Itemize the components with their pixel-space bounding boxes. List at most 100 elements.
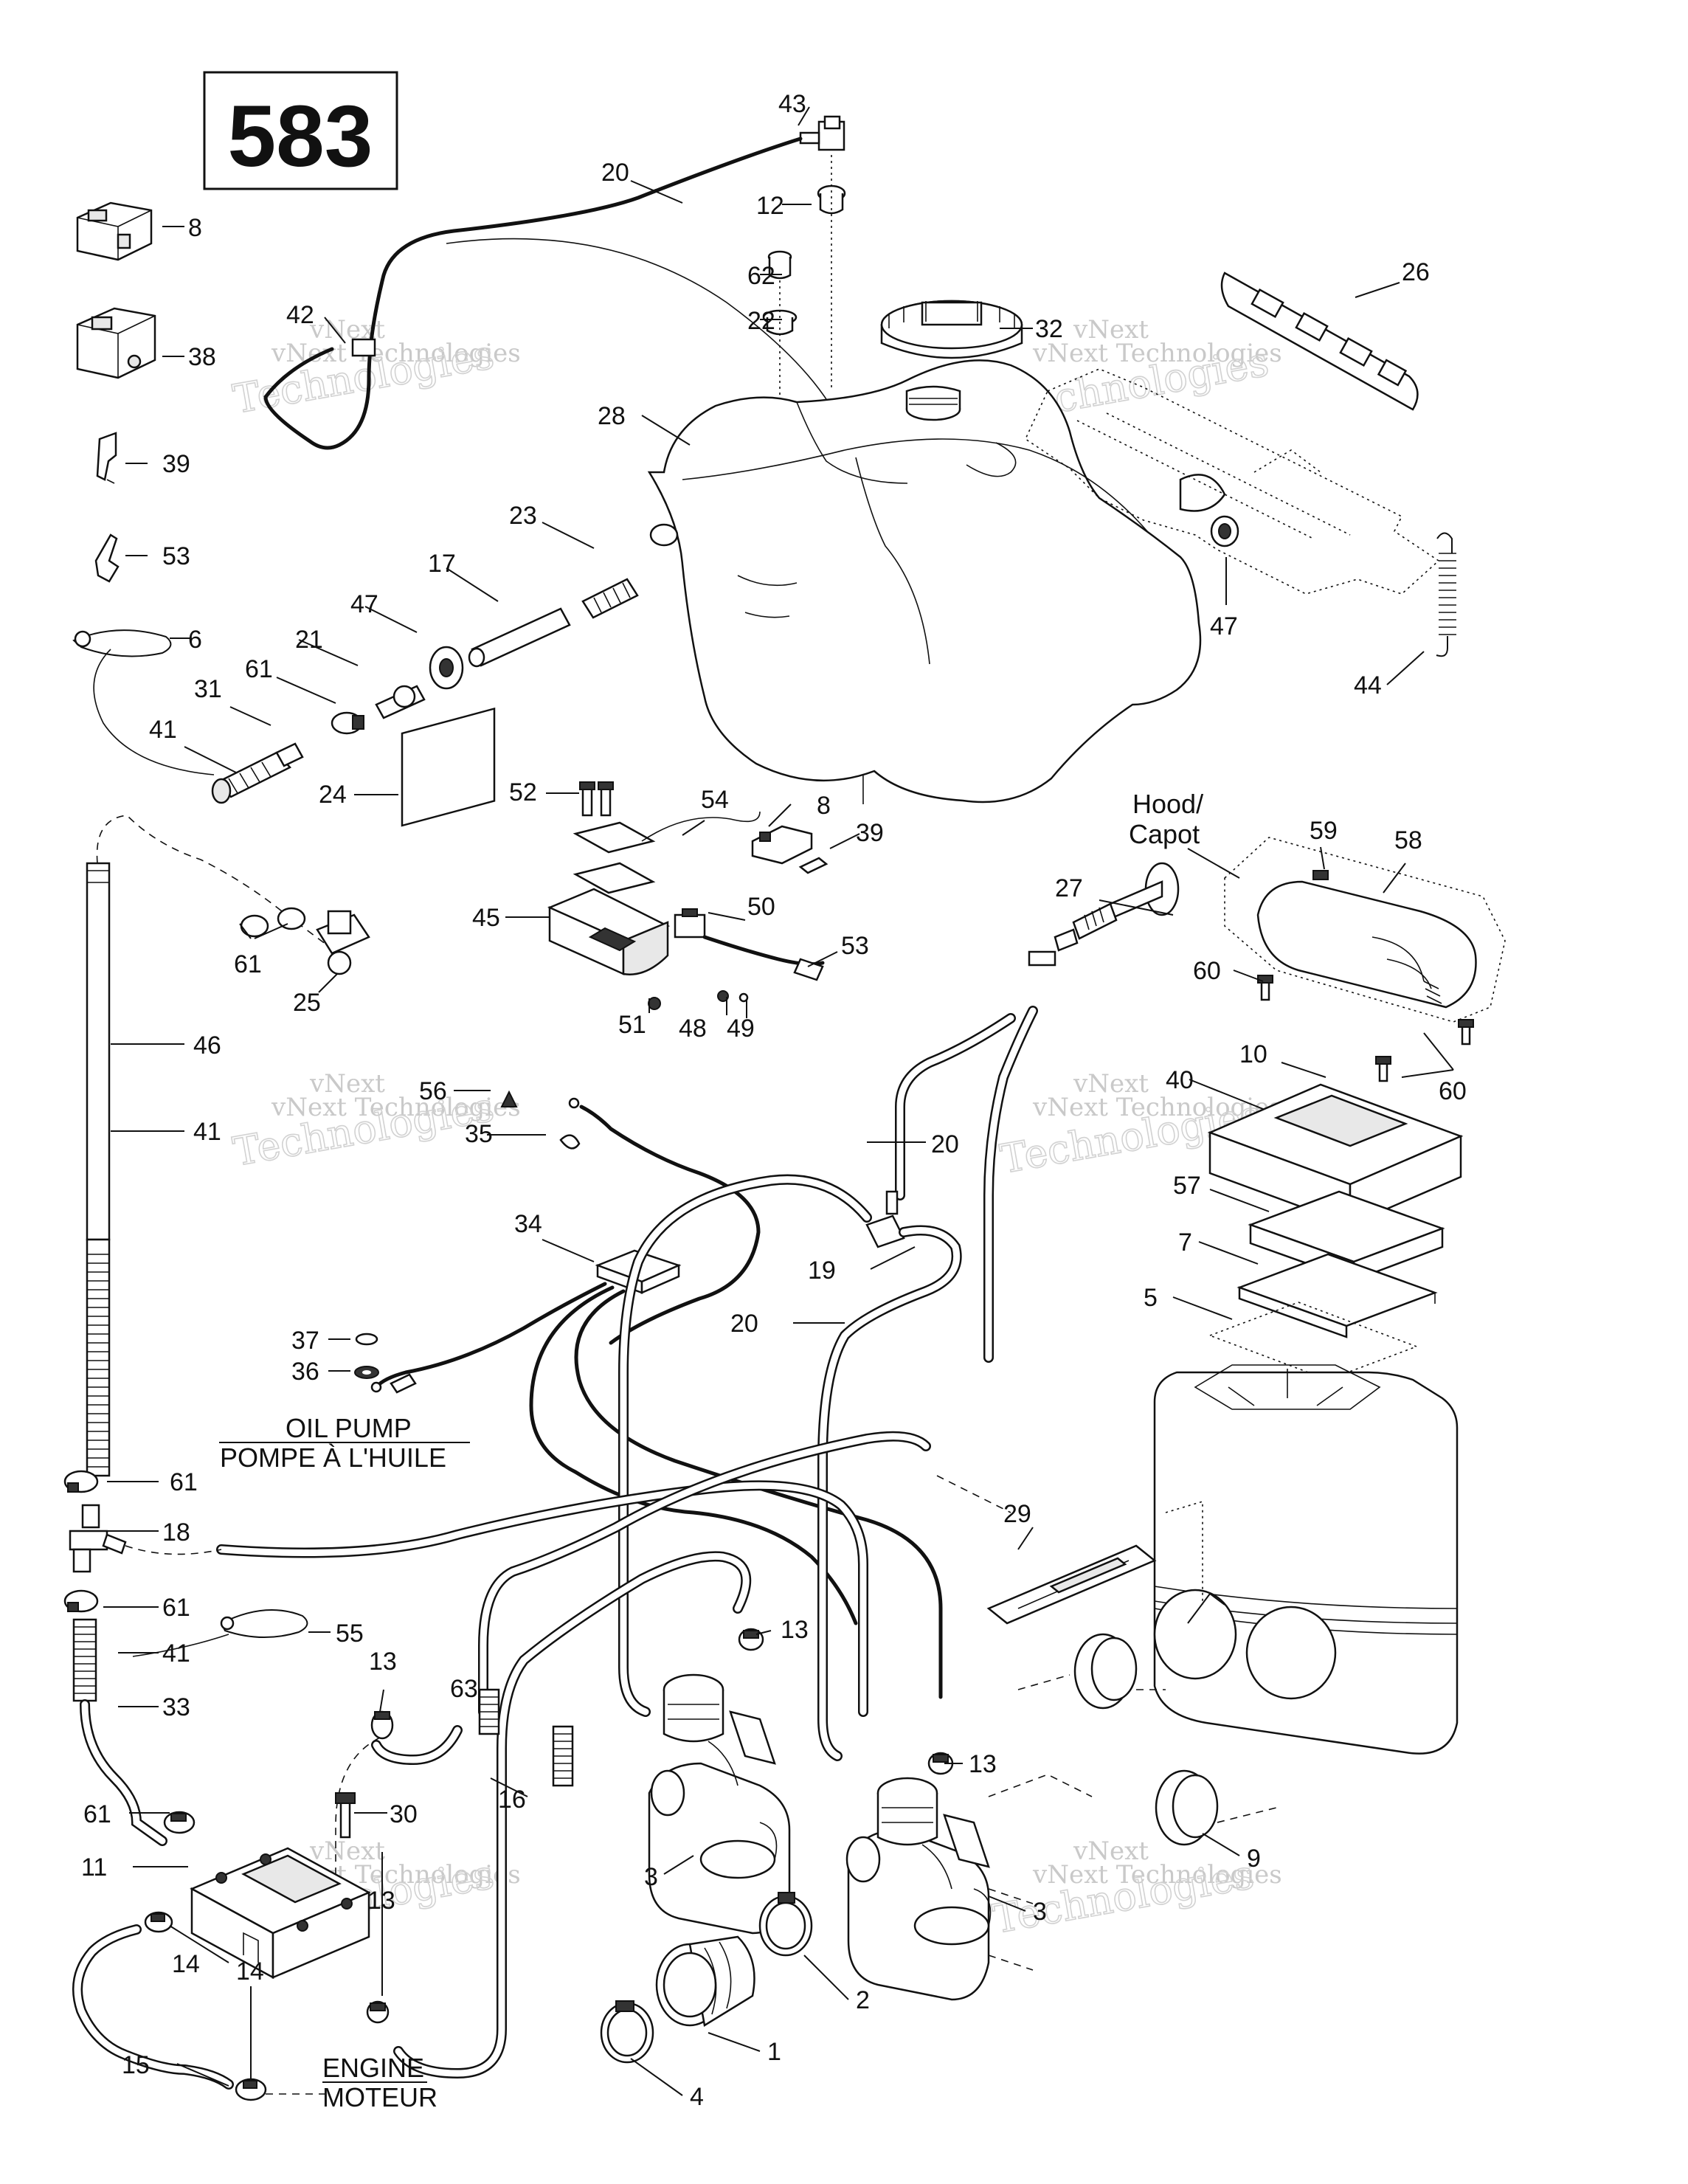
watermark-8: vNext Technologies <box>1032 1093 1282 1122</box>
callout-38: 38 <box>188 343 216 371</box>
carburetor-3-left <box>648 1673 791 1935</box>
decal-24 <box>401 707 496 827</box>
callout-42: 42 <box>286 301 314 329</box>
callout-51: 51 <box>618 1011 646 1039</box>
callout-34: 34 <box>514 1210 542 1238</box>
clamp-14-a <box>144 1911 173 1933</box>
grommet-47-left <box>429 646 464 690</box>
tube-17-part <box>468 607 571 668</box>
callout-19: 19 <box>808 1257 836 1285</box>
watermark-2: vNext Technologies <box>271 339 521 368</box>
hose-20-loop-right-inner <box>819 1227 961 1760</box>
clamp-14-b <box>235 2078 267 2101</box>
clamp-13-a <box>370 1710 394 1740</box>
label-pompe-huile: POMPE À L'HUILE <box>220 1442 446 1473</box>
label-oil-pump: OIL PUMP <box>286 1413 412 1443</box>
corrugated-joints <box>478 1688 574 1787</box>
callout-numbers: 43 20 12 8 62 22 32 26 42 38 28 39 23 53… <box>81 90 1467 2111</box>
screws-60 <box>1257 975 1474 1082</box>
callout-32: 32 <box>1035 315 1063 343</box>
callout-61-b: 61 <box>234 950 262 978</box>
hose-20-left-inner <box>896 1015 1014 1199</box>
carburetor-3-right <box>845 1777 992 2001</box>
label-moteur: MOTEUR <box>322 2082 437 2112</box>
clamp-13-c <box>366 2000 390 2024</box>
callout-60-b: 60 <box>1439 1077 1467 1105</box>
hood-58-part <box>1256 880 1477 1009</box>
connector-8-part <box>76 201 153 261</box>
label-engine: ENGINE <box>322 2053 424 2083</box>
callout-61: 61 <box>245 655 273 683</box>
watermark-4: vNext Technologies <box>1032 339 1282 368</box>
terminal-39-part <box>96 432 117 484</box>
callout-31: 31 <box>194 675 222 703</box>
watermarks: vNext vNext Technologies vNext vNext Tec… <box>229 315 1282 1943</box>
cable-holder-42 <box>351 338 376 357</box>
fitting-21-part <box>375 685 426 719</box>
callout-4: 4 <box>690 2083 704 2111</box>
callout-33: 33 <box>162 1693 190 1721</box>
terminal-39-mid <box>798 857 829 874</box>
callout-35: 35 <box>465 1120 493 1148</box>
bolts-59 <box>1312 870 1329 880</box>
tank-support-tray-detail <box>1076 412 1351 539</box>
bracket-54-part <box>573 821 656 894</box>
watermark-7: vNext <box>1073 1069 1149 1099</box>
cable-20-top <box>263 136 803 450</box>
routing-line-18 <box>125 1545 222 1555</box>
hood-outline <box>1224 837 1506 1023</box>
callout-3-b: 3 <box>1033 1898 1047 1926</box>
callout-25: 25 <box>293 989 321 1017</box>
sleeves-9-part <box>1017 1633 1277 1846</box>
bolt-30 <box>335 1792 356 1839</box>
callout-40: 40 <box>1166 1066 1194 1094</box>
hose-18-long <box>216 1480 868 1717</box>
callout-8: 8 <box>188 214 202 242</box>
callout-1: 1 <box>767 2038 781 2066</box>
washer-48 <box>717 990 729 1002</box>
clamp-61-top <box>331 711 364 735</box>
callout-50: 50 <box>747 893 775 921</box>
routing-line-6 <box>93 649 215 775</box>
clamp-61-d <box>63 1589 99 1613</box>
callout-16: 16 <box>498 1786 526 1814</box>
callout-13-d: 13 <box>969 1750 997 1778</box>
leader-lines <box>103 106 1454 2096</box>
callout-28: 28 <box>598 402 626 430</box>
plate-7-part <box>1236 1253 1438 1338</box>
callout-55: 55 <box>336 1620 364 1648</box>
callout-10: 10 <box>1239 1040 1267 1068</box>
callout-36: 36 <box>291 1358 319 1386</box>
callout-12: 12 <box>756 192 784 220</box>
callout-17: 17 <box>428 550 456 578</box>
callout-46: 46 <box>193 1031 221 1060</box>
callout-7: 7 <box>1178 1228 1192 1257</box>
callout-59: 59 <box>1310 817 1338 845</box>
washers-37-36 <box>354 1333 379 1379</box>
routing-line-55 <box>132 1634 229 1657</box>
callout-15: 15 <box>122 2051 150 2079</box>
hose-63-upper-inner <box>480 1433 930 1715</box>
callout-20: 20 <box>601 159 629 187</box>
callout-3: 3 <box>644 1863 658 1891</box>
assembly-lines-top <box>779 155 832 450</box>
callout-61-e: 61 <box>83 1800 111 1828</box>
wire-54 <box>641 811 761 842</box>
plug-62-part <box>767 250 792 280</box>
tie-strap-6-part <box>72 629 172 657</box>
callout-62: 62 <box>747 262 775 290</box>
watermark-6: vNext Technologies <box>271 1093 521 1122</box>
callout-45: 45 <box>472 904 500 932</box>
callout-54: 54 <box>701 786 729 814</box>
callout-29: 29 <box>1003 1500 1031 1528</box>
callout-61-c: 61 <box>170 1468 198 1496</box>
callout-13-c: 13 <box>367 1887 395 1915</box>
diagram-number: 583 <box>228 88 373 185</box>
cable-34-upper <box>579 1105 761 1345</box>
callout-21: 21 <box>295 626 323 654</box>
primer-27-part <box>1028 862 1180 967</box>
callout-53-mid: 53 <box>841 932 869 960</box>
clamps-61-valve-25 <box>240 907 370 975</box>
watermark-9: vNext <box>309 1836 385 1866</box>
carb-assembly-lines <box>936 1475 1093 1971</box>
